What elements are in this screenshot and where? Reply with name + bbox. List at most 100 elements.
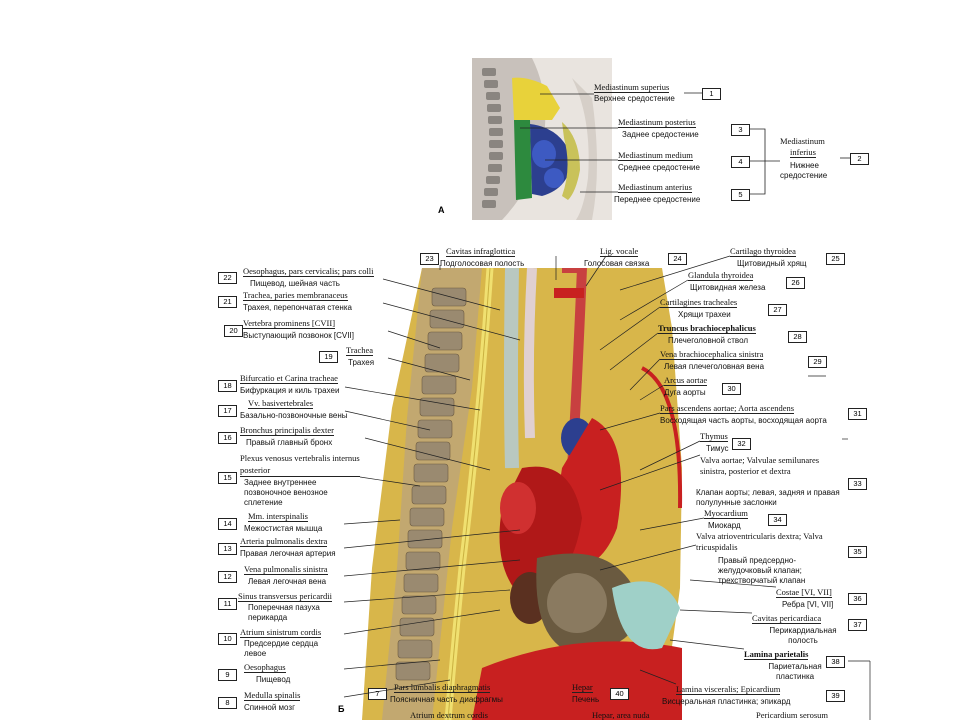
lat-17: Vv. basivertebrales bbox=[248, 398, 314, 409]
lat-hepar-area-nuda: Hepar, area nuda bbox=[592, 710, 650, 720]
num-8: 8 bbox=[218, 697, 237, 709]
lat-21: Trachea, paries membranaceus bbox=[243, 290, 348, 301]
num-26: 26 bbox=[786, 277, 805, 289]
lat-27: Cartilagines tracheales bbox=[660, 297, 738, 308]
num-23: 23 bbox=[420, 253, 439, 265]
ru-10: Предсердие сердца левое bbox=[244, 639, 319, 658]
lat-32: Thymus bbox=[700, 431, 728, 442]
a1-lat: Mediastinum superius bbox=[594, 82, 670, 93]
ru-31: Восходящая часть аорты, восходящая аорта bbox=[660, 416, 827, 425]
lat-34: Myocardium bbox=[704, 508, 748, 519]
lat-38: Lamina parietalis bbox=[744, 649, 809, 660]
ru-37: Перикардиальная полость bbox=[769, 626, 837, 645]
a5-ru: Переднее средостение bbox=[614, 195, 701, 204]
a3-num: 3 bbox=[731, 124, 750, 136]
num-21: 21 bbox=[218, 296, 237, 308]
ru-29: Левая плечеголовная вена bbox=[664, 362, 765, 371]
num-10: 10 bbox=[218, 633, 237, 645]
lat-pericardium-serosum: Pericardium serosum bbox=[756, 710, 828, 720]
lat-22: Oesophagus, pars cervicalis; pars colli bbox=[243, 266, 374, 277]
a2-ru1: Нижнее bbox=[790, 161, 819, 170]
lat-25: Cartilago thyroidea bbox=[730, 246, 796, 257]
ru-21: Трахея, перепончатая стенка bbox=[243, 303, 352, 312]
ru-9: Пищевод bbox=[256, 675, 291, 684]
panel-a-letter: А bbox=[438, 205, 445, 215]
ru-34: Миокард bbox=[708, 521, 741, 530]
a5-lat: Mediastinum anterius bbox=[618, 182, 692, 193]
lat-28: Truncus brachiocephalicus bbox=[658, 323, 756, 334]
num-24: 24 bbox=[668, 253, 687, 265]
num-13: 13 bbox=[218, 543, 237, 555]
num-11: 11 bbox=[218, 598, 237, 610]
ru-32: Тимус bbox=[706, 444, 729, 453]
ru-24: Голосовая связка bbox=[584, 259, 650, 268]
a1-ru: Верхнее средостение bbox=[594, 94, 675, 103]
lat-atrium-dextrum: Atrium dextrum cordis bbox=[410, 710, 488, 720]
lat-7: Pars lumbalis diaphragmatis bbox=[394, 682, 491, 693]
a4-lat: Mediastinum medium bbox=[618, 150, 693, 161]
num-15: 15 bbox=[218, 472, 237, 484]
ru-18: Бифуркация и киль трахеи bbox=[240, 386, 340, 395]
lat-26: Glandula thyroidea bbox=[688, 270, 754, 281]
lat-30: Arcus aortae bbox=[664, 375, 708, 386]
ru-33: Клапан аорты; левая, задняя и правая пол… bbox=[696, 488, 840, 507]
num-40: 40 bbox=[610, 688, 629, 700]
ru-15: Заднее внутреннее позвоночное венозное с… bbox=[244, 478, 328, 507]
lat-20: Vertebra prominens [CVII] bbox=[243, 318, 336, 329]
ru-39: Висцеральная пластинка; эпикард bbox=[662, 697, 791, 706]
ru-22: Пищевод, шейная часть bbox=[250, 279, 340, 288]
panel-b-illustration bbox=[362, 268, 692, 720]
num-19: 19 bbox=[319, 351, 338, 363]
lat-10: Atrium sinistrum cordis bbox=[240, 627, 322, 638]
lat-14: Mm. interspinalis bbox=[248, 511, 308, 522]
lat-18: Bifurcatio et Carina tracheae bbox=[240, 373, 338, 384]
lat-15: Plexus venosus vertebralis internus post… bbox=[240, 453, 360, 477]
num-20: 20 bbox=[224, 325, 243, 337]
lat-9: Oesophagus bbox=[244, 662, 286, 673]
num-37: 37 bbox=[848, 619, 867, 631]
num-14: 14 bbox=[218, 518, 237, 530]
ru-38: Париетальная пластинка bbox=[768, 662, 822, 681]
ru-14: Межостистая мышца bbox=[244, 524, 323, 533]
a3-lat: Mediastinum posterius bbox=[618, 117, 696, 128]
ru-30: Дуга аорты bbox=[664, 388, 706, 397]
lat-24: Lig. vocale bbox=[600, 246, 639, 257]
num-30: 30 bbox=[722, 383, 741, 395]
lat-11: Sinus transversus pericardii bbox=[238, 591, 332, 602]
a4-ru: Среднее средостение bbox=[618, 163, 700, 172]
panel-b-letter: Б bbox=[338, 704, 345, 714]
panel-b-leaders bbox=[343, 255, 871, 720]
a2-lat1: Mediastinum bbox=[780, 136, 825, 146]
num-39: 39 bbox=[826, 690, 845, 702]
ru-7: Поясничная часть диафрагмы bbox=[390, 695, 503, 704]
ru-27: Хрящи трахеи bbox=[678, 310, 731, 319]
lat-37: Cavitas pericardiaca bbox=[752, 613, 822, 624]
panel-a-leaders bbox=[520, 92, 850, 195]
a2-lat2: inferius bbox=[790, 147, 816, 158]
lat-39: Lamina visceralis; Epicardium bbox=[676, 684, 781, 695]
ru-13: Правая легочная артерия bbox=[240, 549, 336, 558]
num-28: 28 bbox=[788, 331, 807, 343]
num-18: 18 bbox=[218, 380, 237, 392]
ru-25: Щитовидный хрящ bbox=[737, 259, 807, 268]
ru-17: Базально-позвоночные вены bbox=[240, 411, 348, 420]
a1-num: 1 bbox=[702, 88, 721, 100]
a5-num: 5 bbox=[731, 189, 750, 201]
ru-11: Поперечная пазуха перикарда bbox=[248, 603, 320, 622]
lat-19: Trachea bbox=[346, 345, 374, 356]
num-33: 33 bbox=[848, 478, 867, 490]
num-32: 32 bbox=[732, 438, 751, 450]
ru-23: Подголосовая полость bbox=[440, 259, 525, 268]
ru-40: Печень bbox=[572, 695, 600, 704]
ru-19: Трахея bbox=[348, 358, 375, 367]
lat-23: Cavitas infraglottica bbox=[446, 246, 516, 257]
lat-12: Vena pulmonalis sinistra bbox=[244, 564, 328, 575]
lat-36: Costae [VI, VII] bbox=[776, 587, 832, 598]
ru-16: Правый главный бронх bbox=[246, 438, 333, 447]
lat-13: Arteria pulmonalis dextra bbox=[240, 536, 328, 547]
num-36: 36 bbox=[848, 593, 867, 605]
a3-ru: Заднее средостение bbox=[622, 130, 699, 139]
lat-31: Pars ascendens aortae; Aorta ascendens bbox=[660, 403, 795, 414]
ru-26: Щитовидная железа bbox=[690, 283, 766, 292]
